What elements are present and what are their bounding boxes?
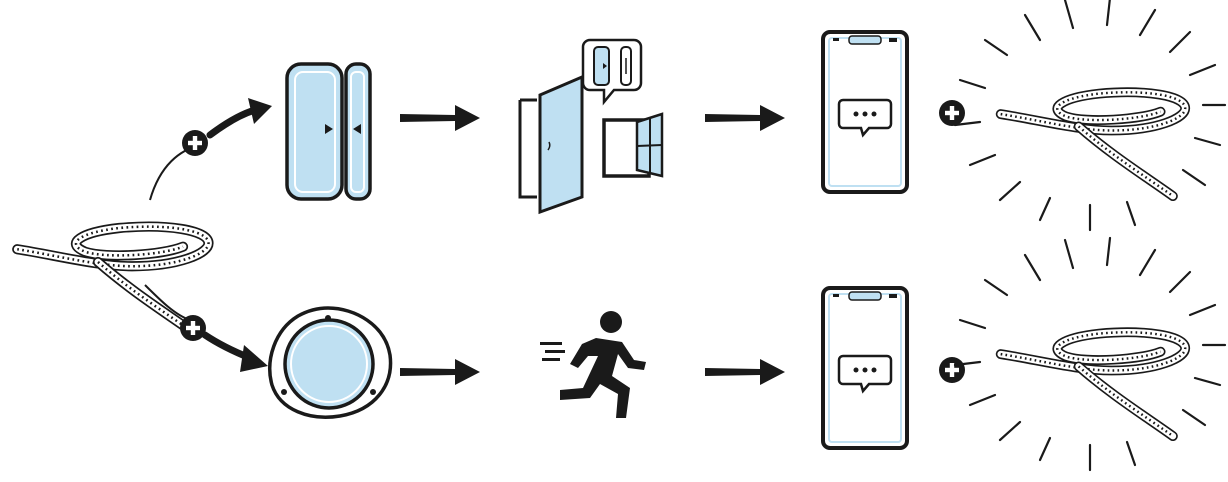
smartphone-notification-icon — [821, 30, 909, 194]
led-strip-light-on-icon — [953, 236, 1227, 472]
plus-icon — [180, 315, 206, 341]
arrow-icon — [705, 359, 785, 385]
motion-sensor-icon — [268, 306, 393, 419]
branch-arrowhead-bottom — [240, 345, 268, 372]
plus-icon — [939, 100, 965, 126]
led-strip-icon — [17, 227, 208, 335]
running-person-icon — [540, 311, 646, 418]
smartphone-notification-icon — [821, 286, 909, 450]
arrow-icon — [400, 105, 480, 131]
led-strip-light-on-icon — [953, 0, 1227, 232]
plus-icon — [939, 357, 965, 383]
plus-icon — [182, 130, 208, 156]
branch-arrow-top — [206, 106, 259, 139]
arrow-icon — [705, 105, 785, 131]
door-window-open-icon — [518, 38, 664, 215]
arrow-icon — [400, 359, 480, 385]
branch-arrowhead-top — [248, 98, 272, 124]
door-window-contact-sensor-icon — [285, 62, 372, 201]
